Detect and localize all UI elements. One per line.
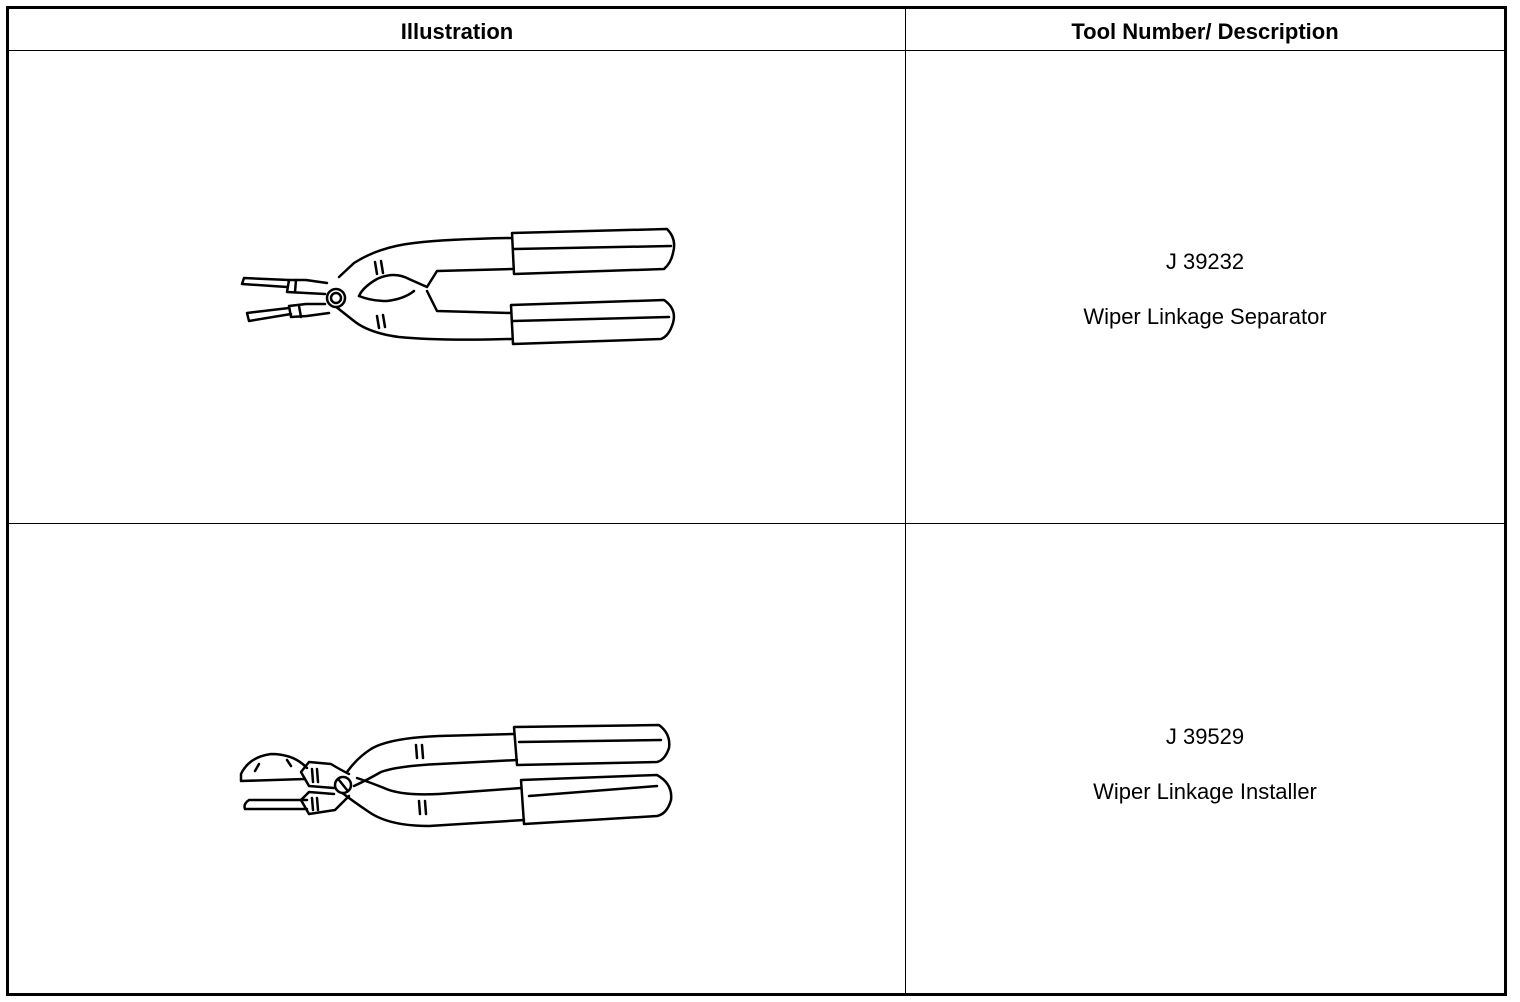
tool-number: J 39232 <box>1165 249 1245 274</box>
wiper-linkage-installer-pliers-icon <box>239 723 673 828</box>
header-tool-number-description: Tool Number/ Description <box>1071 19 1339 44</box>
table-row: J 39232 Wiper Linkage Separator <box>9 51 1504 524</box>
header-cell-tool-number: Tool Number/ Description <box>906 9 1504 50</box>
description-cell: J 39232 Wiper Linkage Separator <box>906 51 1504 523</box>
special-tools-table: Illustration Tool Number/ Description <box>6 6 1507 996</box>
description-cell: J 39529 Wiper Linkage Installer <box>906 524 1504 993</box>
table-header-row: Illustration Tool Number/ Description <box>9 9 1504 51</box>
table-row: J 39529 Wiper Linkage Installer <box>9 524 1504 993</box>
tool-description: Wiper Linkage Separator <box>1083 304 1327 329</box>
tool-description: Wiper Linkage Installer <box>1093 779 1317 804</box>
illustration-cell <box>9 51 906 523</box>
wiper-linkage-separator-pliers-icon <box>240 227 676 346</box>
header-cell-illustration: Illustration <box>9 9 906 50</box>
illustration-cell <box>9 524 906 993</box>
header-illustration: Illustration <box>400 19 514 44</box>
tool-number: J 39529 <box>1165 724 1245 749</box>
